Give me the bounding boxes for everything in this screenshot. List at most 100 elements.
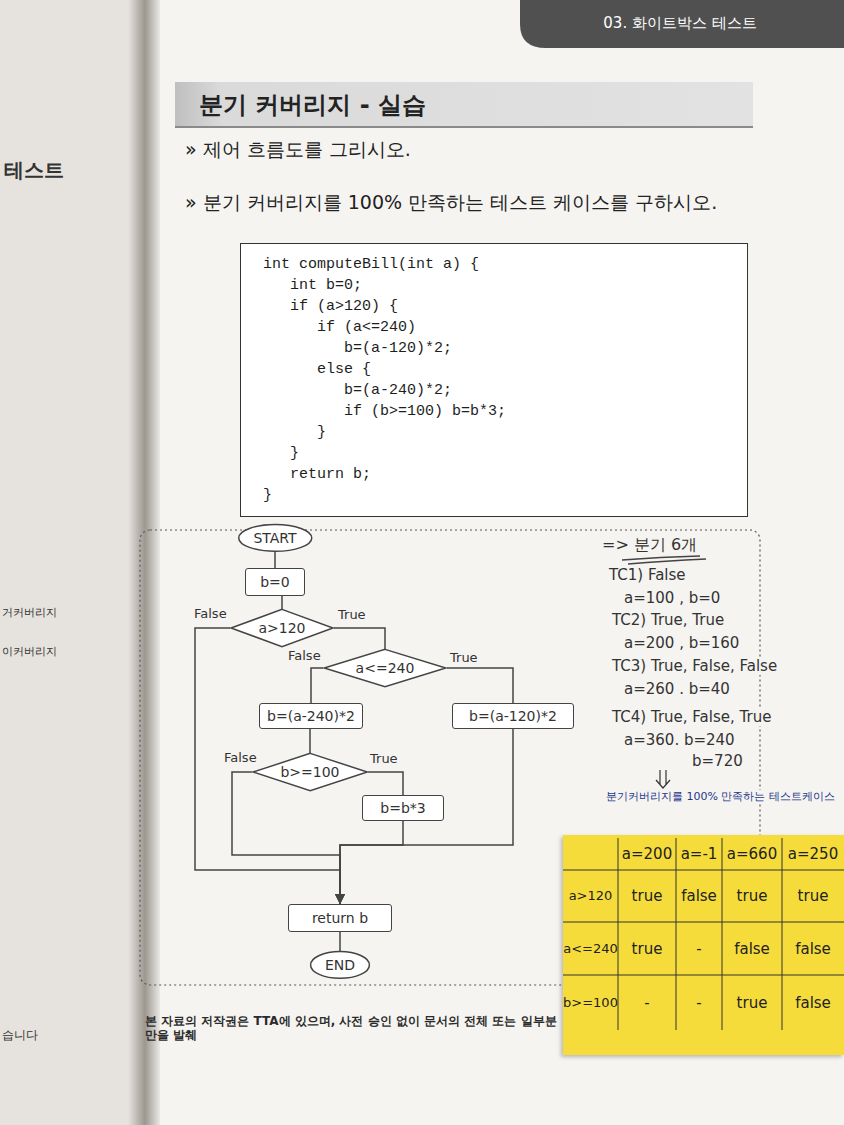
- copyright-footer: 본 자료의 저작권은 TTA에 있으며, 사전 승인 없이 문서의 전체 또는 …: [145, 1014, 557, 1043]
- code-line: }: [263, 443, 725, 464]
- code-line: }: [263, 485, 725, 506]
- handwritten-note: a=260 . b=40: [622, 680, 732, 698]
- flow-connector: [281, 596, 283, 609]
- node-label: b=(a-120)*2: [469, 708, 557, 725]
- flow-connector: [340, 729, 513, 904]
- branch-label: False: [222, 750, 259, 766]
- flow-connector: [340, 821, 403, 904]
- code-line: }: [263, 422, 725, 443]
- chapter-tab: [520, 0, 844, 48]
- handwritten-note: TC1) False: [607, 566, 688, 584]
- page-title: 분기 커버리지 - 실습: [199, 89, 426, 121]
- table-cell: -: [676, 994, 722, 1012]
- process-box: b=b*3: [362, 795, 444, 821]
- flow-connector: [232, 772, 340, 904]
- gutter-shadow: [128, 0, 162, 1125]
- code-box: int computeBill(int a) { int b=0; if (a>…: [240, 243, 748, 517]
- node-label: a<=240: [356, 660, 415, 677]
- decision-diamond: b>=100: [252, 753, 368, 791]
- table-header: a=200: [618, 845, 676, 863]
- node-label: a>120: [258, 620, 305, 637]
- node-text: b=(a-240)*2: [267, 708, 355, 725]
- node-text: int computeBill(int a) { int b=0; if (a>…: [263, 254, 725, 506]
- table-cell: true: [722, 887, 782, 905]
- right-page: [160, 0, 844, 1125]
- table-header: a=-1: [676, 845, 722, 863]
- handwritten-note: => 분기 6개: [600, 535, 699, 554]
- branch-label: True: [448, 650, 480, 666]
- table-header: a=660: [722, 845, 782, 863]
- table-cell: true: [722, 994, 782, 1012]
- branch-label: True: [368, 751, 400, 767]
- table-header: a=250: [782, 845, 844, 863]
- process-box: b=(a-240)*2: [259, 703, 363, 729]
- node-label: b>=100: [280, 764, 339, 781]
- node-text: a>120: [258, 620, 305, 637]
- node-text: b>=100: [280, 764, 339, 781]
- handwritten-note: TC2) True, True: [610, 611, 726, 629]
- diamond-path: [231, 609, 333, 646]
- note-arrow: [656, 770, 670, 788]
- code-line: else {: [263, 359, 725, 380]
- node-label: return b: [312, 910, 368, 927]
- node-label: START: [253, 530, 296, 547]
- code-line: b=(a-240)*2;: [263, 380, 725, 401]
- table-header: a>120: [563, 888, 618, 904]
- table-cell: false: [676, 887, 722, 905]
- flow-connector: [195, 628, 340, 904]
- terminal-ellipse: START: [238, 524, 312, 552]
- process-box: return b: [288, 904, 392, 932]
- code-line: return b;: [263, 464, 725, 485]
- diamond-path: [253, 753, 367, 790]
- table-cell: -: [676, 940, 722, 958]
- flow-connector: [334, 628, 385, 649]
- flow-connector: [311, 668, 323, 703]
- table-cell: true: [618, 887, 676, 905]
- code-line: int computeBill(int a) {: [263, 254, 725, 275]
- ellipse-path: [238, 525, 311, 552]
- handwritten-note: b=720: [690, 752, 745, 770]
- node-text: a<=240: [356, 660, 415, 677]
- left-page: [0, 0, 140, 1125]
- handwritten-note: 분기커버리지를 100% 만족하는 테스트케이스: [604, 790, 844, 803]
- branch-label: True: [336, 607, 368, 623]
- table-header: a<=240: [563, 941, 618, 957]
- table-cell: false: [782, 940, 844, 958]
- code-line: if (b>=100) b=b*3;: [263, 401, 725, 422]
- table-cell: true: [618, 940, 676, 958]
- table-cell: false: [782, 994, 844, 1012]
- table-header: b>=100: [563, 995, 618, 1011]
- note-underline: [622, 556, 706, 564]
- code-line: if (a>120) {: [263, 296, 725, 317]
- decision-diamond: a>120: [230, 609, 334, 647]
- flow-connector: [447, 668, 513, 703]
- node-text: b=(a-120)*2: [469, 708, 557, 725]
- node-text: START: [253, 530, 296, 547]
- diamond-path: [324, 649, 446, 686]
- instruction-text: » 분기 커버리지를 100% 만족하는 테스트 케이스를 구하시오.: [185, 191, 825, 214]
- left-page-text: 거커버리지: [2, 606, 57, 619]
- node-text: b=b*3: [380, 800, 425, 817]
- code-line: b=(a-120)*2;: [263, 338, 725, 359]
- process-box: b=(a-120)*2: [452, 703, 574, 729]
- terminal-ellipse: END: [310, 951, 370, 979]
- node-label: b=0: [260, 574, 290, 591]
- title-band: 분기 커버리지 - 실습: [175, 82, 753, 128]
- table-cell: true: [782, 887, 844, 905]
- code-line: if (a<=240): [263, 317, 725, 338]
- flow-connector: [368, 772, 403, 795]
- left-page-text: 이커버리지: [2, 645, 57, 658]
- node-label: END: [325, 957, 355, 974]
- process-box: b=0: [245, 568, 305, 596]
- left-page-text: 습니다: [2, 1028, 38, 1042]
- handwritten-note: a=360. b=240: [622, 731, 737, 749]
- ellipse-path: [311, 952, 370, 979]
- flow-connector: [309, 729, 311, 753]
- left-page-text: 테스트: [4, 158, 64, 182]
- flow-connector: [339, 932, 341, 951]
- handwritten-note: a=100 , b=0: [622, 589, 722, 607]
- node-text: return b: [312, 910, 368, 927]
- node-label: b=b*3: [380, 800, 425, 817]
- table-cell: false: [722, 940, 782, 958]
- instruction-text: » 제어 흐름도를 그리시오.: [185, 138, 805, 161]
